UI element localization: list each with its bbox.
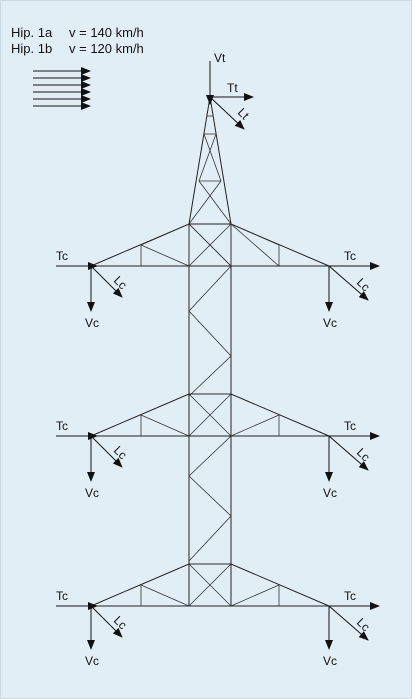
label-tc: Tc — [56, 249, 68, 263]
wind-arrows — [33, 67, 91, 110]
label-lc: Lc — [354, 275, 373, 294]
hypothesis-1b-label: Hip. 1b — [11, 41, 52, 56]
hypothesis-1a-speed: v = 140 km/h — [69, 25, 144, 40]
label-tc: Tc — [344, 249, 356, 263]
label-tc: Tc — [344, 419, 356, 433]
label-tc: Tc — [344, 589, 356, 603]
loads-right-middle: Tc Vc Lc — [323, 419, 380, 500]
label-lc: Lc — [354, 615, 373, 634]
loads-left-bottom: Tc Vc Lc — [56, 589, 130, 668]
loads-right-bottom: Tc Vc Lc — [323, 589, 380, 668]
loads-left-middle: Tc Vc Lc — [56, 419, 130, 500]
label-vc: Vc — [323, 486, 337, 500]
crossarm-middle — [90, 393, 330, 437]
hypothesis-1b-speed: v = 120 km/h — [69, 41, 144, 56]
crossarm-top — [90, 223, 330, 267]
label-vc: Vc — [85, 316, 99, 330]
loads-right-top: Tc Vc Lc — [323, 249, 380, 330]
label-vc: Vc — [85, 486, 99, 500]
label-vc: Vc — [323, 654, 337, 668]
hypothesis-1a-label: Hip. 1a — [11, 25, 53, 40]
label-tc: Tc — [56, 419, 68, 433]
label-lt: Lt — [235, 105, 252, 122]
label-vc: Vc — [85, 654, 99, 668]
tower-structure — [188, 96, 232, 606]
label-lc: Lc — [354, 445, 373, 464]
crossarm-bottom — [90, 563, 330, 607]
top-loads: Vt Tt Lt — [206, 51, 254, 130]
label-tt: Tt — [227, 81, 238, 95]
label-vc: Vc — [323, 316, 337, 330]
label-tc: Tc — [56, 589, 68, 603]
loads-left-top: Tc Vc Lc — [56, 249, 130, 330]
label-vt: Vt — [214, 51, 226, 65]
